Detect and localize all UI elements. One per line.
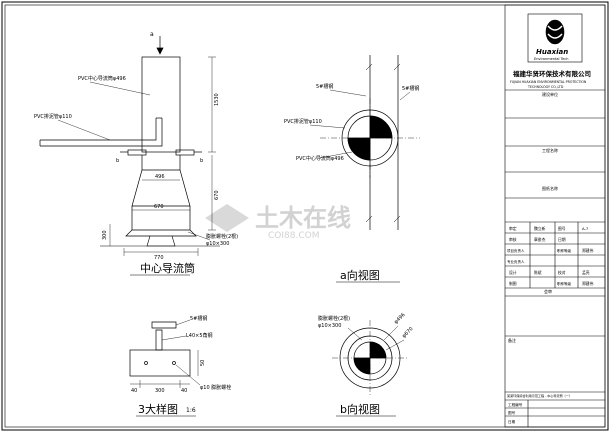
company-name-en-1: FUJIAN HUAXIAN ENVIRONMENTAL PROTECTION <box>510 80 587 84</box>
a-view-text: 5#槽钢 5#槽钢 PVC排泥管φ110 PVC中心导流筒φ496 a向视图 <box>284 83 419 282</box>
label-pvc-pipe: PVC中心导流筒φ496 <box>78 75 126 82</box>
a-view <box>309 55 420 283</box>
b-view-sector-1 <box>369 341 387 359</box>
caption-detail-3: 3大样图 <box>138 402 178 416</box>
a-label-pvc-pipe: PVC中心导流筒φ496 <box>296 155 344 162</box>
caption-b-view: b向视图 <box>340 402 380 416</box>
d3-dim-1: 40 <box>131 388 137 394</box>
b-view <box>332 320 408 417</box>
foot-row-1: 工程编号 <box>508 402 523 407</box>
dim-w2: 670 <box>154 204 164 210</box>
a-label-pvc-small: PVC排泥管φ110 <box>284 118 322 125</box>
watermark-logo <box>205 204 249 232</box>
logo-sub: Environmental Tech <box>534 57 568 61</box>
b-label-anchor: 膨胀螺栓(2根) <box>318 315 350 322</box>
logo-frame <box>527 13 583 63</box>
detail-3 <box>129 319 201 417</box>
title-block <box>504 4 606 428</box>
detail-angle <box>155 329 163 351</box>
b-dim-2: φ670 <box>401 326 414 339</box>
sig-r3-c4: 郑建伟 <box>582 248 594 253</box>
a-label-steel-right: 5#槽钢 <box>402 85 419 92</box>
d3-dim-2: 300 <box>155 388 165 394</box>
a-label-steel-left: 5#槽钢 <box>316 83 333 90</box>
detail-3-scale: 1:6 <box>186 407 196 414</box>
d3-label-bolt: φ10 膨胀螺栓 <box>200 384 231 391</box>
a-view-sector-2 <box>347 137 371 161</box>
pvc-pipe-body <box>141 56 181 153</box>
a-view-sector-1 <box>369 115 393 139</box>
section-mark-left: b <box>116 158 119 164</box>
sig-r2-c1: 审核 <box>509 237 517 242</box>
section-mark-right: b <box>200 158 203 164</box>
caption-a-view: a向视图 <box>340 268 380 282</box>
watermark-url: COI88.COM <box>268 231 319 241</box>
watermark-cn: 土木在线 <box>255 204 351 232</box>
main-view <box>39 36 220 276</box>
title-block-frame <box>504 4 606 428</box>
notes-label: 备注 <box>508 337 516 343</box>
flange-left <box>127 149 147 156</box>
company-name-en-2: TECHNOLOGY CO.,LTD <box>527 85 564 89</box>
detail-channel <box>151 321 177 329</box>
title-block-text: Huaxian Environmental Tech 福建华贤环保技术有限公司 … <box>507 48 594 424</box>
watermark: 土木在线 COI88.COM <box>205 204 351 241</box>
sig-r6-c4: 郑建伟 <box>582 281 594 286</box>
label-anchor: 膨胀螺栓(2根) <box>206 233 238 240</box>
sig-r2-c3: 日期 <box>558 237 566 242</box>
b-label-anchor-size: φ10×300 <box>318 323 341 329</box>
row-project: 工程名称 <box>542 147 558 153</box>
sig-r6-c1: 制图 <box>509 281 517 286</box>
flange-right <box>175 149 195 156</box>
base-plate <box>125 229 197 237</box>
sig-r6-c3: 职称等级 <box>557 281 571 286</box>
label-anchor-size: φ10×300 <box>206 241 229 247</box>
meeting-label: 会审 <box>544 288 552 294</box>
foot-row-2: 图号 <box>508 410 516 415</box>
main-view-text: a PVC中心导流筒φ496 PVC排泥管φ110 b b 膨胀螺栓(2根) φ… <box>34 31 238 275</box>
b-dim-1: φ496 <box>393 312 406 325</box>
sig-r3-c3: 职称等级 <box>557 248 571 253</box>
caption-main: 中心导流筒 <box>140 261 195 275</box>
arrow-a-label: a <box>150 31 154 38</box>
dim-h2: 670 <box>214 190 220 200</box>
detail-3-text: 5#槽钢 L40×5角钢 φ10 膨胀螺栓 40 300 40 50 3大样图 … <box>131 315 231 416</box>
d3-dim-h: 50 <box>200 360 206 366</box>
label-pvc-small: PVC排泥管φ110 <box>34 113 72 120</box>
b-view-sector-2 <box>353 357 371 375</box>
sig-r3-c1: 项目负责人 <box>507 248 525 253</box>
drawing-title: 某某环保综合利用示范工程 - 中心导流筒（一） <box>507 393 572 398</box>
small-pipe <box>40 118 157 141</box>
logo-text: Huaxian <box>536 48 568 56</box>
sig-r1-c4: A-7 <box>582 226 589 231</box>
company-name-cn: 福建华贤环保技术有限公司 <box>512 69 591 78</box>
row-drawing: 图纸名称 <box>542 185 558 191</box>
d3-label-steel: 5#槽钢 <box>190 315 207 322</box>
d3-dim-3: 40 <box>181 388 187 394</box>
logo-mark <box>545 19 565 45</box>
dim-base: 300 <box>102 230 108 240</box>
cone-section <box>131 155 191 207</box>
sig-r1-c3: 图号 <box>558 226 566 231</box>
detail-base-plate <box>129 349 191 377</box>
sig-r5-c2: 陈斌 <box>534 270 542 275</box>
foot-row-3: 日期 <box>508 419 516 424</box>
sig-r2-c2: 章俊杰 <box>534 237 546 242</box>
dim-h1: 1530 <box>214 93 220 106</box>
dim-w3: 770 <box>154 255 164 261</box>
row-client: 建设单位 <box>542 91 558 97</box>
sig-r5-c3: 校对 <box>558 270 566 275</box>
d3-label-angle: L40×5角钢 <box>186 332 213 339</box>
sig-r1-c2: 魏立新 <box>534 226 546 231</box>
sig-r5-c4: 孟亮 <box>582 270 590 275</box>
sig-r4-c1: 专业负责人 <box>507 259 525 264</box>
sig-r5-c1: 设计 <box>509 270 517 275</box>
dim-w1: 496 <box>155 174 165 180</box>
sig-r1-c1: 审定 <box>509 226 517 231</box>
